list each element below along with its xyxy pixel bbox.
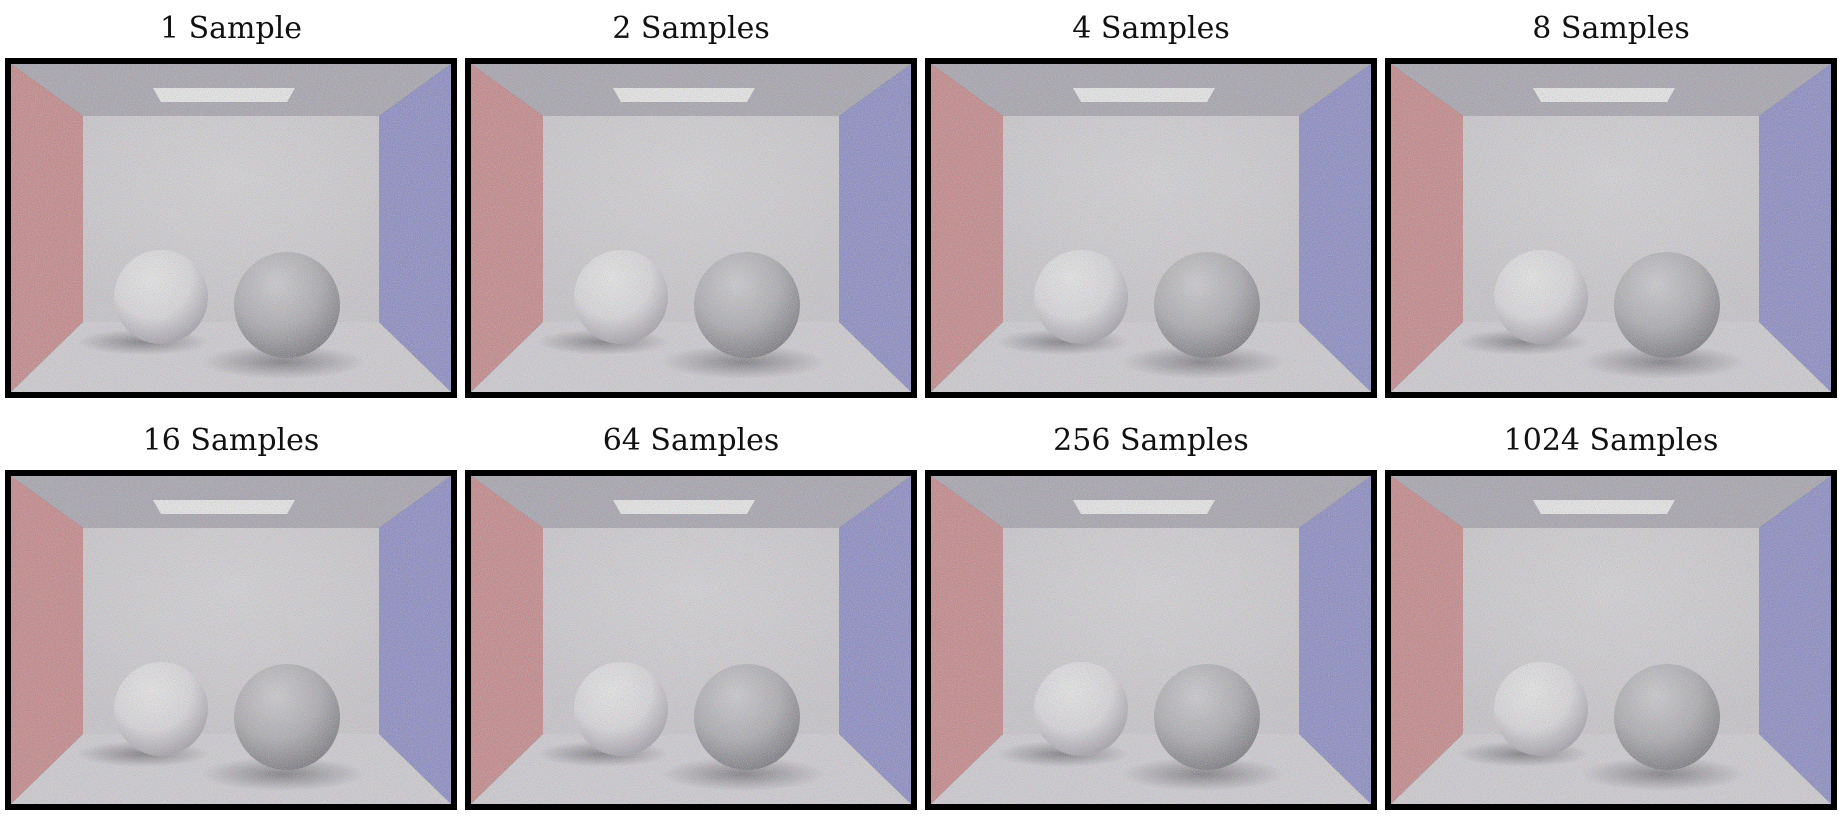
cornell-box-render — [471, 64, 911, 392]
panel-2: 2 Samples — [465, 0, 917, 412]
cornell-box-render — [11, 64, 451, 392]
panel-3: 4 Samples — [925, 0, 1377, 412]
render-frame — [1385, 58, 1837, 398]
render-frame — [5, 470, 457, 810]
cornell-box-render — [1391, 64, 1831, 392]
panel-7: 256 Samples — [925, 412, 1377, 824]
render-noise — [931, 476, 1371, 804]
render-frame — [465, 58, 917, 398]
panel-caption: 16 Samples — [142, 423, 320, 458]
render-noise — [1391, 476, 1831, 804]
cornell-box-render — [931, 476, 1371, 804]
render-frame — [1385, 470, 1837, 810]
panel-caption: 256 Samples — [1053, 423, 1249, 458]
panel-5: 16 Samples — [5, 412, 457, 824]
render-frame — [925, 58, 1377, 398]
panel-caption: 1024 Samples — [1503, 423, 1719, 458]
render-noise — [931, 64, 1371, 392]
cornell-box-render — [1391, 476, 1831, 804]
render-noise — [471, 64, 911, 392]
panel-caption: 2 Samples — [612, 11, 770, 46]
panel-6: 64 Samples — [465, 412, 917, 824]
render-frame — [925, 470, 1377, 810]
render-noise — [471, 476, 911, 804]
render-noise — [11, 64, 451, 392]
panel-caption: 8 Samples — [1532, 11, 1690, 46]
cornell-box-render — [11, 476, 451, 804]
render-noise — [1391, 64, 1831, 392]
render-frame — [5, 58, 457, 398]
panel-1: 1 Sample — [5, 0, 457, 412]
panel-caption: 4 Samples — [1072, 11, 1230, 46]
render-frame — [465, 470, 917, 810]
panel-caption: 1 Sample — [159, 11, 303, 46]
sample-comparison-grid: 1 Sample 2 Samples 4 Samples 8 Samples 1… — [5, 0, 1838, 824]
panel-8: 1024 Samples — [1385, 412, 1837, 824]
render-noise — [11, 476, 451, 804]
cornell-box-render — [471, 476, 911, 804]
panel-caption: 64 Samples — [602, 423, 780, 458]
panel-4: 8 Samples — [1385, 0, 1837, 412]
cornell-box-render — [931, 64, 1371, 392]
